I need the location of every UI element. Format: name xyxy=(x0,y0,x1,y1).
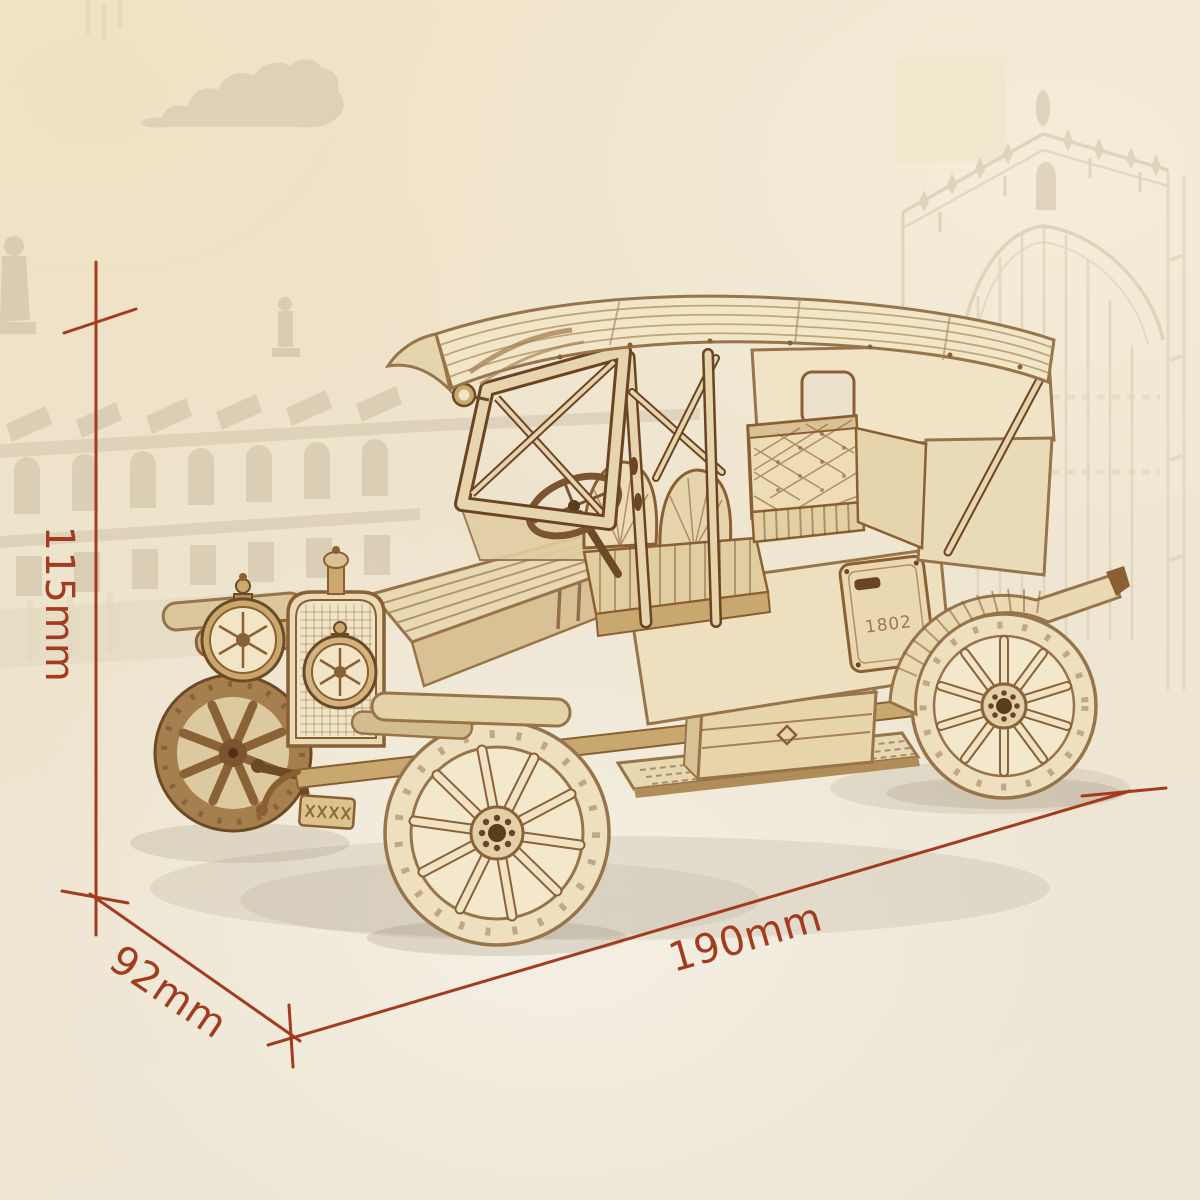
headlight-far xyxy=(200,573,286,683)
height-dimension-label: 115mm xyxy=(36,526,82,683)
car-model: 1802 xyxy=(153,294,1130,947)
rear-seat xyxy=(746,414,928,550)
front-wheel xyxy=(383,719,611,947)
roof xyxy=(384,294,1056,395)
dimension-lines xyxy=(60,260,1168,1069)
tufting-lattice xyxy=(753,419,859,514)
length-dimension-line xyxy=(266,789,1132,1047)
buttress-sketch xyxy=(1166,170,1186,690)
corner-hatch-sketch xyxy=(85,0,123,40)
roof-supports xyxy=(622,348,1051,629)
cornice-band-sketch xyxy=(0,408,700,458)
depth-dimension-line xyxy=(88,892,302,1043)
rear-armrest xyxy=(854,426,928,550)
windshield xyxy=(451,343,632,531)
radiator-cap xyxy=(323,546,349,595)
rear-quarter-panel xyxy=(916,436,1054,577)
pinnacles-sketch xyxy=(919,90,1161,212)
arch-window-row-sketch xyxy=(14,439,388,514)
sill-band-sketch xyxy=(0,508,420,548)
dormer-row-sketch xyxy=(6,386,402,442)
rear-wheel xyxy=(910,612,1098,800)
front-fender xyxy=(350,691,572,740)
depth-dimension-label: 92mm xyxy=(101,937,235,1048)
dimension-ticks xyxy=(60,307,1168,1069)
rear-fender xyxy=(888,566,1130,717)
door-handle xyxy=(854,577,881,591)
statue-sketch xyxy=(0,236,300,357)
front-plate xyxy=(298,794,356,830)
building-sketch-left xyxy=(0,236,700,668)
side-mirror xyxy=(451,382,490,408)
headlight-near xyxy=(302,621,378,710)
cloud-sketch xyxy=(140,59,344,128)
background-sketches xyxy=(0,0,1186,690)
